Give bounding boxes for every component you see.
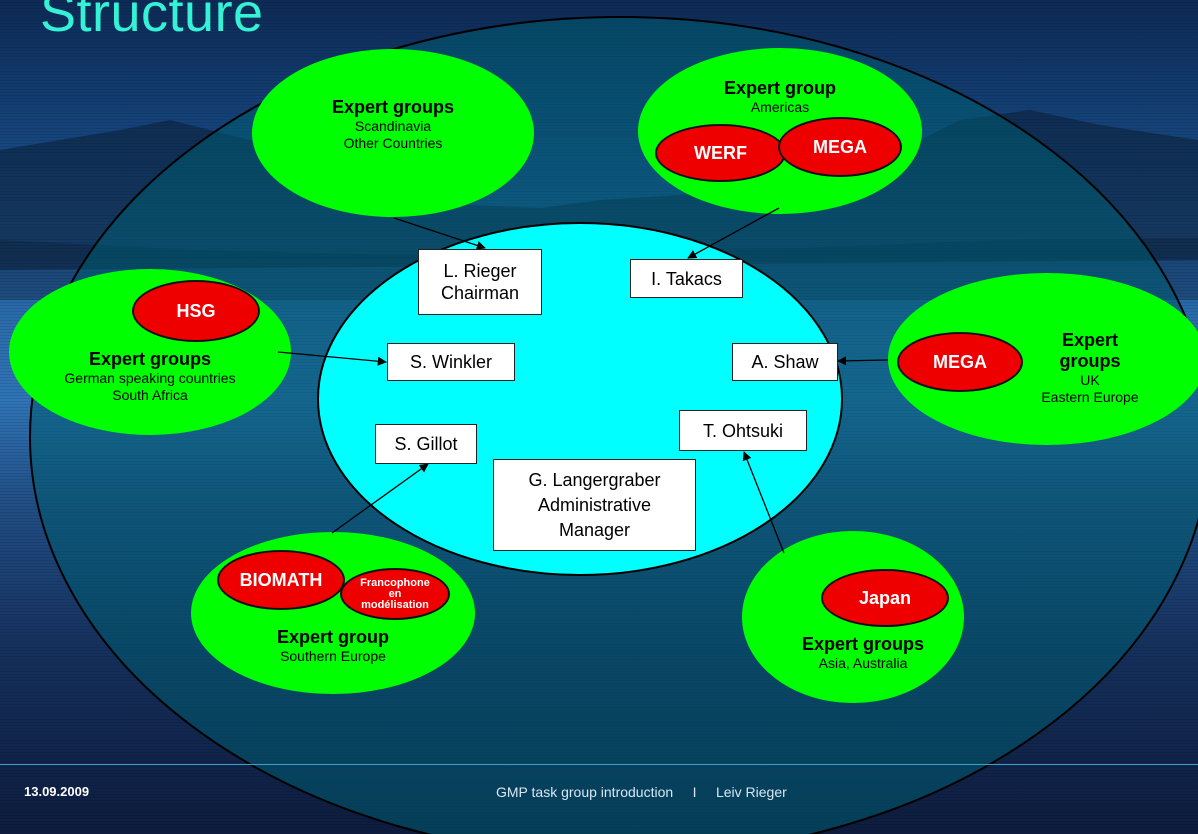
group-asia: Expert groups Asia, Australia [783,634,943,672]
footer-text: GMP task group introduction I Leiv Riege… [496,784,787,800]
group-heading: Expert groups [1059,330,1121,371]
group-heading: Expert groups [88,349,212,369]
member-box-gillot: S. Gillot [375,424,477,464]
member-box-ohtsuki: T. Ohtsuki [679,410,807,451]
member-box-langergraber: G. Langergraber Administrative Manager [493,459,696,551]
connector-uk-shaw [837,356,889,366]
group-uk: Expert groups UK Eastern Europe [1020,330,1160,406]
group-heading: Expert groups [801,634,925,654]
group-heading: Expert group [723,78,836,98]
group-heading: Expert groups [331,97,455,117]
group-region: Eastern Europe [1041,389,1139,405]
group-scandinavia: Expert groups Scandinavia Other Countrie… [293,97,493,152]
slide-title: Structure [40,0,264,43]
member-name: A. Shaw [751,352,819,372]
connector-americas-takacs [687,207,780,259]
group-americas: Expert group Americas [680,78,880,116]
member-name: S. Winkler [409,352,492,372]
member-name: I. Takacs [651,268,722,289]
group-region: South Africa [112,387,188,403]
group-region: German speaking countries [64,370,236,386]
badge-mega-americas: MEGA [778,117,902,177]
group-region: UK [1080,372,1100,388]
footer-divider [0,764,1198,765]
member-name: L. Rieger Chairman [440,261,520,303]
group-ellipse-uk [888,273,1198,445]
group-region: Asia, Australia [818,655,908,671]
member-name: T. Ohtsuki [702,420,784,441]
footer-date: 13.09.2009 [24,784,90,799]
member-box-takacs: I. Takacs [630,259,743,298]
group-region: Other Countries [343,135,443,151]
group-region: Scandinavia [354,118,432,134]
group-ellipse-scandinavia [252,49,534,217]
connector-scandinavia-rieger [393,217,486,250]
connector-asia-ohtsuki [742,451,785,554]
member-box-shaw: A. Shaw [732,343,838,381]
group-region: Southern Europe [280,648,386,664]
group-german: Expert groups German speaking countries … [40,349,260,404]
badge-werf: WERF [655,124,786,182]
connector-german-winkler [277,351,387,366]
badge-hsg: HSG [132,280,260,342]
badge-biomath: BIOMATH [217,550,345,610]
member-name: G. Langergraber Administrative Manager [528,469,661,540]
connector-southern-gillot [331,463,429,534]
badge-mega-uk: MEGA [897,332,1023,392]
member-box-winkler: S. Winkler [387,343,515,381]
group-region: Americas [750,99,810,115]
group-southern: Expert group Southern Europe [233,627,433,665]
badge-francophone: Francophone en modélisation [340,568,450,620]
group-heading: Expert group [276,627,389,647]
member-name: S. Gillot [394,434,458,454]
badge-japan: Japan [821,569,949,627]
member-box-rieger: L. Rieger Chairman [418,249,542,315]
